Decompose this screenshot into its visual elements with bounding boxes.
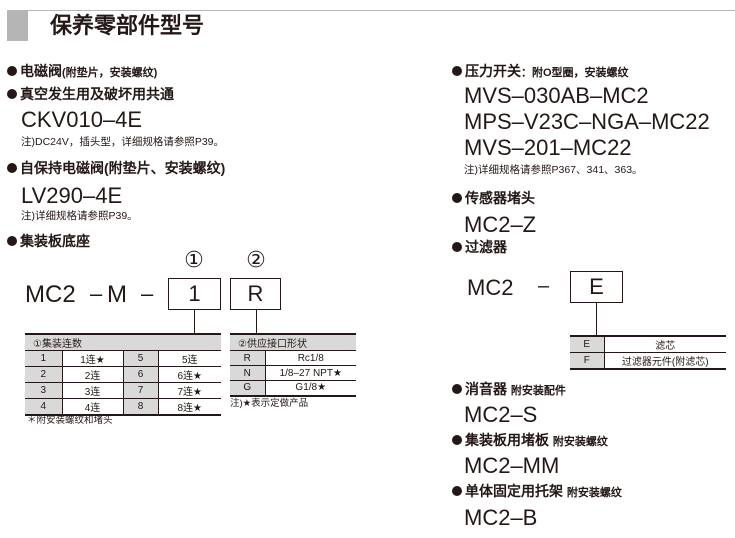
heading-vacuum-common: 真空发生用及破坏用共通	[7, 87, 174, 101]
page-title: 保养零部件型号	[50, 13, 205, 38]
bullet-icon	[452, 193, 462, 203]
heading-filter: 过滤器	[452, 240, 507, 254]
connector-line	[256, 310, 257, 334]
part-number: MVS–201–MC22	[464, 135, 632, 160]
code-mid: M	[107, 281, 127, 308]
note: 注)详细规格请参照P367、341、363。	[464, 164, 643, 176]
bullet-icon	[452, 242, 462, 252]
circle-1: ①	[184, 247, 204, 272]
heading-manifold-base: 集装板底座	[7, 234, 90, 248]
title-rule	[28, 10, 735, 11]
heading-pressure-switch: 压力开关：附O型圈，安装螺纹	[452, 64, 629, 79]
heading-silencer: 消音器 附安装配件	[452, 382, 566, 397]
code-box-port: R	[230, 278, 281, 310]
circle-2: ②	[246, 247, 266, 272]
part-number: MC2–MM	[464, 453, 560, 478]
heading-self-holding-valve: 自保持电磁阀(附垫片、安装螺纹)	[7, 161, 225, 175]
bullet-icon	[452, 66, 462, 76]
note: 注)详细规格请参照P39。	[21, 210, 138, 222]
note: ＊附安装螺纹和堵头	[27, 415, 113, 426]
part-number: MC2–S	[464, 402, 538, 427]
part-number: CKV010–4E	[21, 107, 143, 132]
heading-solenoid-valve: 电磁阀(附垫片，安装螺纹)	[7, 64, 157, 79]
filter-code-box: E	[570, 271, 623, 303]
bullet-icon	[7, 89, 17, 99]
code-dash: –	[90, 281, 103, 306]
note: 注)DC24V，插头型，详细规格请参照P39。	[21, 136, 225, 148]
connector-line	[194, 310, 195, 334]
bullet-icon	[452, 384, 462, 394]
connector-line	[596, 303, 597, 335]
bullet-icon	[7, 163, 17, 173]
bullet-icon	[7, 66, 17, 76]
filter-code-dash: –	[538, 275, 550, 297]
code-base: MC2	[25, 281, 76, 308]
heading-blanking-plate: 集装板用堵板 附安装螺纹	[452, 433, 608, 448]
part-number: MC2–Z	[464, 212, 537, 237]
code-dash: –	[141, 281, 154, 306]
part-number: MVS–030AB–MC2	[464, 83, 649, 108]
code-box-count: 1	[168, 278, 221, 310]
heading-sensor-plug: 传感器堵头	[452, 191, 535, 205]
note: 注)★表示定做产品	[230, 398, 309, 409]
filter-code-base: MC2	[467, 275, 514, 300]
part-number: MC2–B	[464, 505, 538, 530]
title-marker	[7, 10, 28, 41]
bullet-icon	[7, 236, 17, 246]
bullet-icon	[452, 435, 462, 445]
part-number: MPS–V23C–NGA–MC22	[464, 109, 710, 134]
heading-bracket: 单体固定用托架 附安装螺纹	[452, 484, 622, 499]
part-number: LV290–4E	[21, 183, 123, 208]
bullet-icon	[452, 486, 462, 496]
